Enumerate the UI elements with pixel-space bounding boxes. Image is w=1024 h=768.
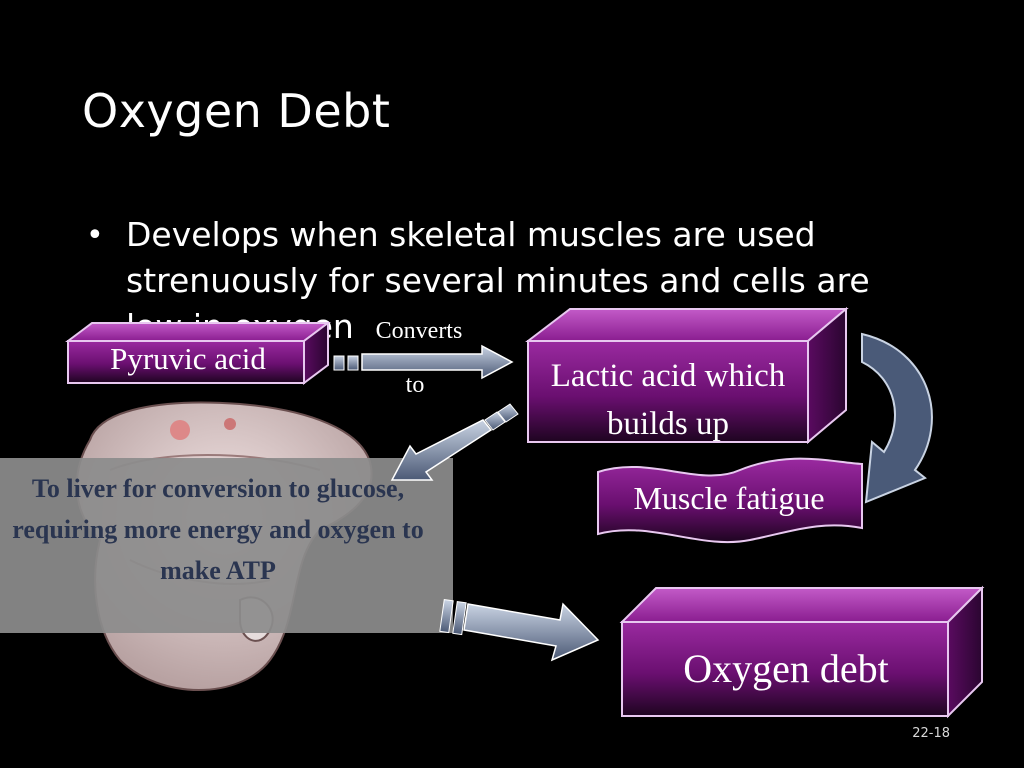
- liver-conversion-label: To liver for conversion to glucose, requ…: [12, 474, 424, 585]
- oxygen-debt-box: [619, 585, 985, 719]
- pyruvic-acid-box: [65, 321, 331, 385]
- muscle-fatigue-label: Muscle fatigue: [633, 480, 825, 516]
- converts-label: Converts: [375, 318, 463, 344]
- slide-title: Oxygen Debt: [82, 84, 391, 138]
- lactic-acid-label: Lactic acid which builds up: [550, 358, 786, 442]
- pyruvic-acid-label: Pyruvic acid: [110, 341, 266, 376]
- to-label: to: [405, 372, 425, 398]
- lactic-acid-box: [525, 306, 849, 445]
- liver-text-panel: [0, 458, 453, 633]
- to-oxygen-debt-arrow: [439, 599, 600, 662]
- to-liver-arrow: [390, 403, 519, 481]
- muscle-fatigue-banner: [597, 457, 863, 544]
- converts-arrow: [333, 344, 514, 380]
- slide-number: 22-18: [912, 726, 950, 741]
- bullet-marker: •: [86, 218, 104, 253]
- fatigue-curved-arrow: [861, 332, 933, 504]
- oxygen-debt-label: Oxygen debt: [683, 646, 889, 691]
